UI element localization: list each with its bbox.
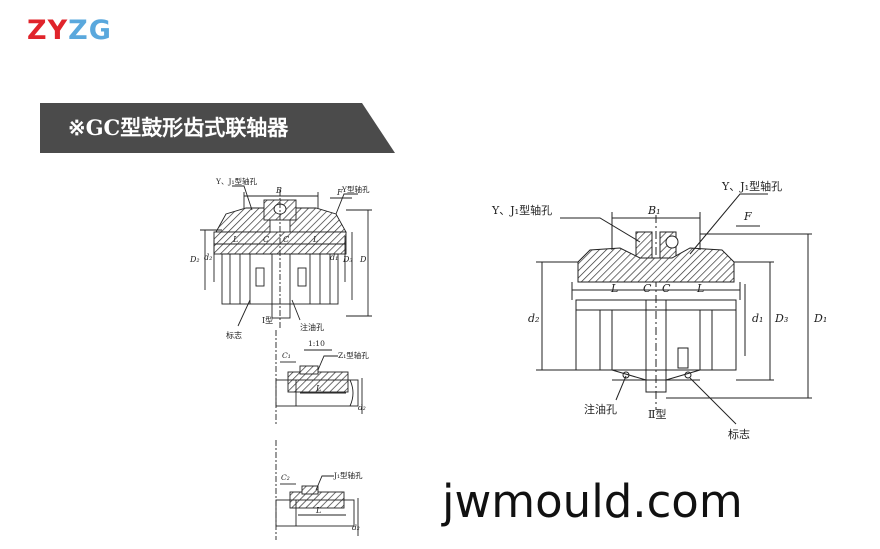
label-bore-yj: Y、J₁型轴孔 — [215, 176, 257, 186]
label-type1: Ⅰ型 — [262, 316, 273, 325]
label-C1: C₁ — [282, 351, 291, 360]
page-title: ※GC型鼓形齿式联轴器 — [68, 115, 289, 140]
label-L-z1: L — [315, 384, 321, 393]
label-B1: B₁ — [647, 204, 661, 217]
label-D: D — [359, 255, 367, 264]
label-C2: C₂ — [281, 473, 290, 482]
label-bore-y: Y型轴孔 — [341, 184, 370, 194]
label-L-j1: L — [315, 506, 321, 515]
label-L-left: L — [610, 282, 618, 295]
title-banner: ※GC型鼓形齿式联轴器 — [40, 103, 395, 153]
label-mark: 标志 — [728, 427, 750, 441]
label-bore-yj-right: Y、J₁型轴孔 — [721, 179, 782, 193]
large-drawing-labels: Y、J₁型轴孔 Y、J₁型轴孔 B₁ F d₂ d₁ D₃ D₁ L C C L… — [491, 179, 827, 441]
label-D3: D₃ — [342, 255, 353, 264]
small-drawing-type1 — [200, 185, 372, 540]
label-dj: d₂ — [352, 523, 360, 532]
label-B: B — [275, 186, 282, 195]
label-L-right: L — [312, 235, 318, 244]
label-type2: Ⅱ型 — [648, 407, 666, 421]
label-oil-hole: 注油孔 — [584, 402, 617, 416]
website-url: jwmould.com — [442, 475, 743, 528]
label-C-left: C — [263, 235, 269, 244]
label-bore-j1: J₁型轴孔 — [333, 470, 363, 480]
label-taper: 1:10 — [308, 339, 325, 348]
label-F: F — [743, 210, 752, 223]
label-C-right: C — [283, 235, 289, 244]
logo-text-red: ZY — [27, 15, 69, 46]
label-dz: d₂ — [358, 403, 366, 412]
logo-text-blue: ZG — [68, 15, 112, 46]
label-d2: d₂ — [204, 253, 212, 262]
label-C-left: C — [643, 282, 652, 295]
large-drawing-type2 — [536, 193, 812, 425]
label-oil-hole: 注油孔 — [300, 322, 324, 332]
label-D1: D₁ — [813, 312, 827, 325]
label-mark: 标志 — [226, 330, 242, 340]
small-drawing-labels: Y、J₁型轴孔 Y型轴孔 B F D₂ d₂ d₁ D₃ D L C C L Ⅰ… — [189, 176, 370, 532]
label-bore-z1: Z₁型轴孔 — [338, 350, 369, 360]
label-d1: d₁ — [752, 312, 763, 325]
label-d1: d₁ — [330, 253, 338, 262]
label-D2: D₂ — [189, 255, 200, 264]
label-bore-yj-left: Y、J₁型轴孔 — [491, 203, 552, 217]
label-L-right: L — [696, 282, 704, 295]
label-F: F — [336, 188, 343, 197]
company-logo: ZYZG — [27, 14, 112, 48]
label-d2: d₂ — [528, 312, 539, 325]
label-D3: D₃ — [774, 312, 788, 325]
label-C-right: C — [662, 282, 671, 295]
label-L-left: L — [232, 235, 238, 244]
